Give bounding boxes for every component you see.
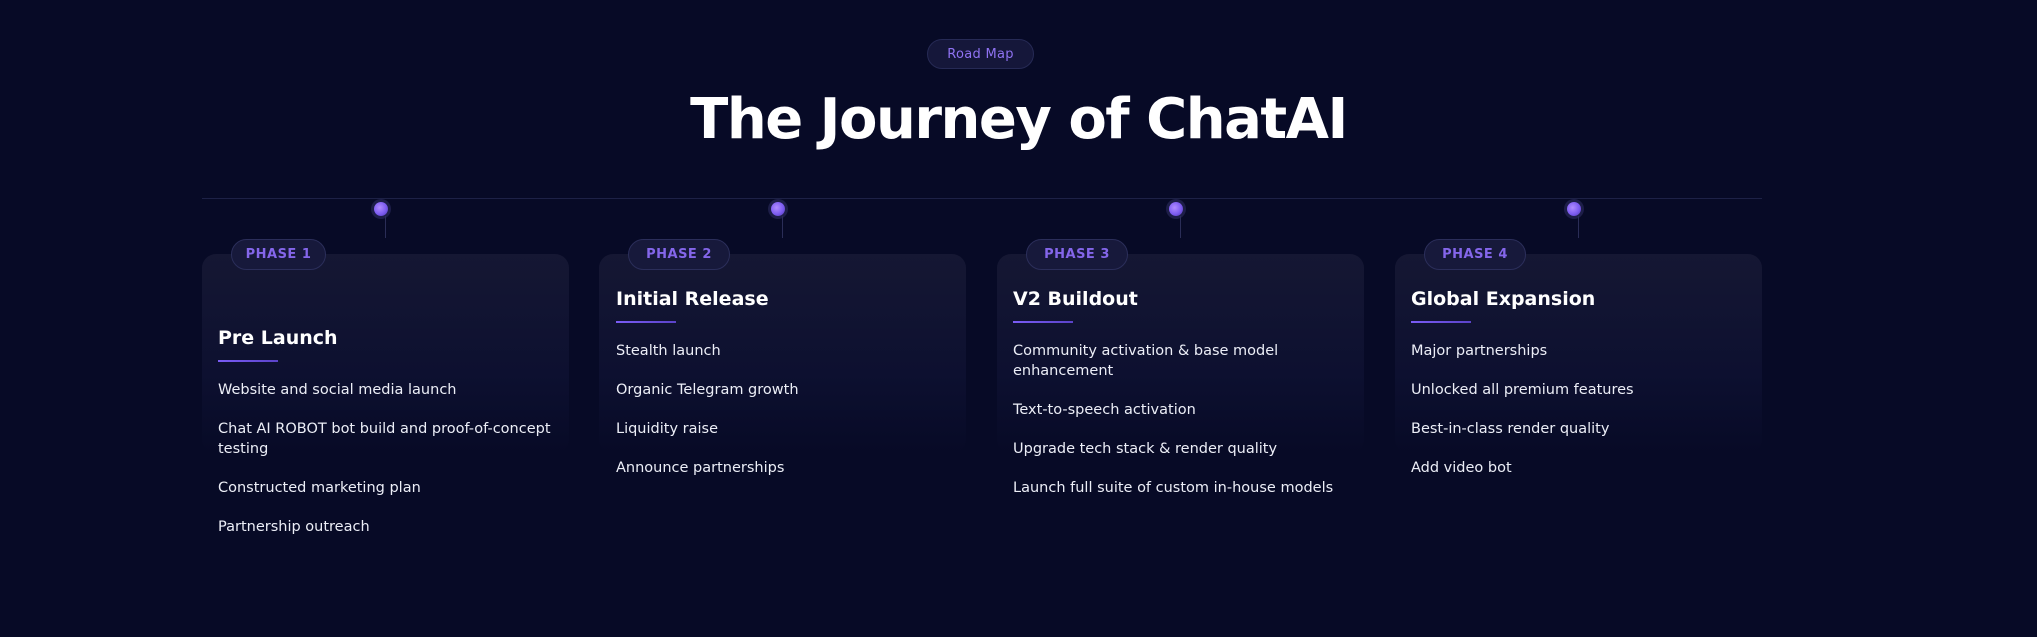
phase-title-3: V2 Buildout [1013, 288, 1138, 310]
list-item: Stealth launch [616, 343, 721, 359]
phase-underline-1 [218, 360, 278, 362]
phase-underline-2 [616, 321, 676, 323]
phase-card-3 [997, 254, 1364, 454]
phase-card-1 [202, 254, 569, 454]
phase-badge-1: PHASE 1 [231, 239, 326, 270]
phase-card-2 [599, 254, 966, 454]
phase-items-3: Community activation & base model enhanc… [1013, 341, 1373, 517]
list-item: Launch full suite of custom in-house mod… [1013, 480, 1334, 496]
timeline-stem-phase-4 [1578, 216, 1579, 238]
timeline-dot-phase-3 [1169, 202, 1183, 216]
list-item: Liquidity raise [616, 421, 718, 437]
phase-items-4: Major partnerships Unlocked all premium … [1411, 341, 1751, 497]
phase-badge-2: PHASE 2 [628, 239, 730, 270]
timeline-dot-phase-4 [1567, 202, 1581, 216]
phase-title-1: Pre Launch [218, 327, 338, 349]
timeline-line [202, 198, 1762, 199]
roadmap-badge: Road Map [927, 39, 1034, 69]
list-item: Website and social media launch [218, 382, 457, 398]
list-item: Best-in-class render quality [1411, 421, 1610, 437]
list-item: Community activation & base model enhanc… [1013, 343, 1279, 379]
list-item: Upgrade tech stack & render quality [1013, 441, 1278, 457]
list-item: Add video bot [1411, 460, 1512, 476]
phase-title-4: Global Expansion [1411, 288, 1596, 310]
phase-underline-3 [1013, 321, 1073, 323]
phase-card-4 [1395, 254, 1762, 454]
list-item: Partnership outreach [218, 519, 370, 535]
phase-items-2: Stealth launch Organic Telegram growth L… [616, 341, 956, 497]
list-item: Organic Telegram growth [616, 382, 799, 398]
phase-title-2: Initial Release [616, 288, 769, 310]
timeline-stem-phase-2 [782, 216, 783, 238]
list-item: Chat AI ROBOT bot build and proof-of-con… [218, 421, 551, 457]
list-item: Text-to-speech activation [1013, 402, 1196, 418]
list-item: Major partnerships [1411, 343, 1548, 359]
phase-badge-4: PHASE 4 [1424, 239, 1526, 270]
phase-underline-4 [1411, 321, 1471, 323]
phase-items-1: Website and social media launch Chat AI … [218, 380, 558, 556]
timeline-stem-phase-3 [1180, 216, 1181, 238]
timeline-stem-phase-1 [385, 216, 386, 238]
list-item: Unlocked all premium features [1411, 382, 1634, 398]
timeline-dot-phase-2 [771, 202, 785, 216]
phase-badge-3: PHASE 3 [1026, 239, 1128, 270]
page-title: The Journey of ChatAI [690, 87, 1348, 152]
list-item: Constructed marketing plan [218, 480, 421, 496]
list-item: Announce partnerships [616, 460, 785, 476]
timeline-dot-phase-1 [374, 202, 388, 216]
